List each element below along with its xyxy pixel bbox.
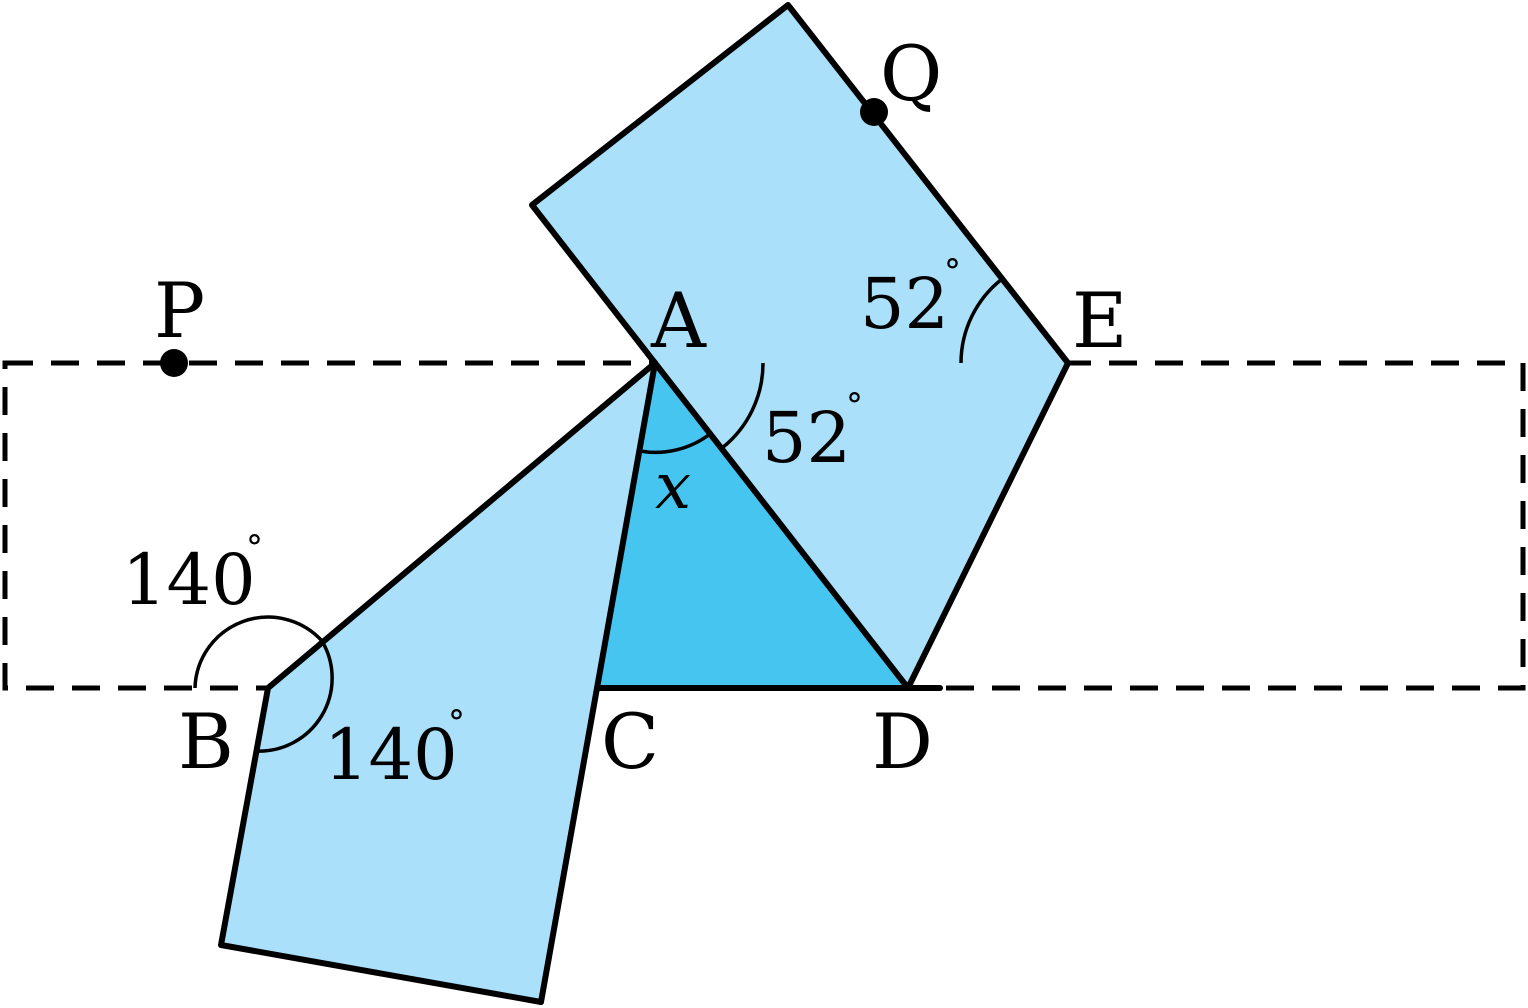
label-E: E bbox=[1072, 276, 1127, 365]
lower-left-quadrilateral bbox=[221, 688, 597, 1002]
square-on-AE bbox=[532, 5, 1068, 363]
angle-label-A: 52 bbox=[762, 397, 851, 479]
angle-label-x: x bbox=[655, 450, 691, 524]
arc-angle-B-top bbox=[193, 615, 324, 689]
point-P-dot bbox=[160, 349, 188, 377]
angle-label-E: 52 bbox=[860, 263, 949, 345]
arc-angle-B-bottom bbox=[254, 640, 334, 753]
quadrilateral-A-E-D bbox=[655, 363, 1068, 688]
degree-B-bottom: ° bbox=[448, 703, 465, 743]
lower-left-outline bbox=[218, 685, 544, 1005]
angle-arcs bbox=[193, 277, 1004, 753]
label-P: P bbox=[154, 266, 205, 355]
arc-angle-x bbox=[639, 432, 712, 455]
label-A: A bbox=[650, 276, 707, 365]
angle-label-B-bottom: 140 bbox=[324, 714, 458, 796]
segment-AD bbox=[652, 360, 911, 691]
label-D: D bbox=[872, 697, 933, 786]
degree-B-top: ° bbox=[246, 528, 263, 568]
degree-A: ° bbox=[846, 386, 863, 426]
segment-AC-extended bbox=[538, 360, 658, 1005]
point-Q-dot bbox=[860, 98, 888, 126]
label-C: C bbox=[601, 697, 659, 786]
triangle-ACD bbox=[597, 363, 908, 688]
degree-E: ° bbox=[944, 252, 961, 292]
upper-square-outline bbox=[529, 2, 1071, 366]
segment-AB bbox=[265, 360, 658, 691]
angle-label-B-top: 140 bbox=[122, 539, 256, 621]
label-Q: Q bbox=[880, 29, 942, 118]
arc-angle-E bbox=[959, 277, 1004, 364]
segment-ED bbox=[905, 360, 1071, 691]
arc-angle-A-52 bbox=[720, 362, 765, 450]
solid-edges bbox=[218, 2, 1071, 1005]
label-B: B bbox=[178, 697, 234, 786]
